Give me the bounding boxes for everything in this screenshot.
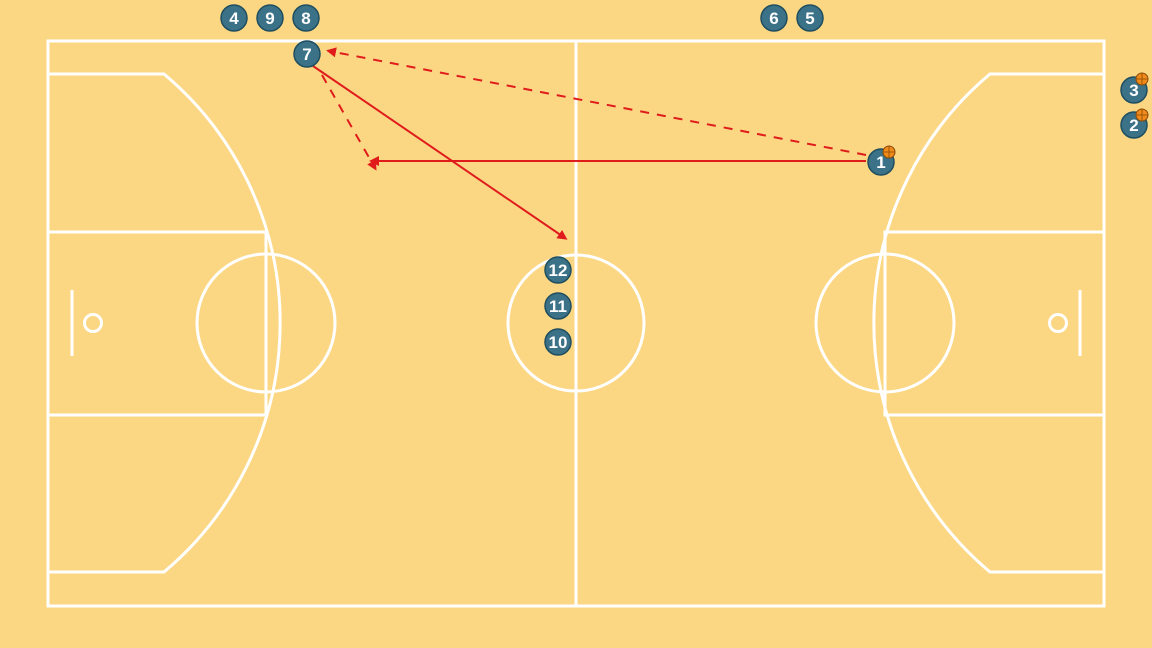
player-11[interactable]: 11 <box>544 292 572 320</box>
player-10[interactable]: 10 <box>544 328 572 356</box>
player-9[interactable]: 9 <box>256 4 284 32</box>
basketball-icon <box>1135 108 1149 122</box>
pass-arrow-7 <box>321 74 377 171</box>
svg-text:5: 5 <box>805 9 814 28</box>
svg-text:8: 8 <box>301 9 310 28</box>
svg-text:1: 1 <box>876 153 885 172</box>
left-hoop <box>83 313 103 333</box>
right-three-point-line <box>872 72 1104 574</box>
player-6[interactable]: 6 <box>760 4 788 32</box>
cut-arrow-7 <box>312 65 568 240</box>
svg-text:12: 12 <box>549 261 568 280</box>
svg-text:6: 6 <box>769 9 778 28</box>
player-4[interactable]: 4 <box>220 4 248 32</box>
svg-text:4: 4 <box>229 9 239 28</box>
basketball-icon <box>882 145 896 159</box>
svg-text:9: 9 <box>265 9 274 28</box>
right-key <box>883 230 1106 417</box>
basketball-icon <box>1135 72 1149 86</box>
player-3[interactable]: 3 <box>1120 72 1149 104</box>
players: 4 9 8 7 6 5 3 <box>220 4 1149 356</box>
svg-text:2: 2 <box>1129 116 1138 135</box>
player-1[interactable]: 1 <box>867 145 896 176</box>
player-12[interactable]: 12 <box>544 256 572 284</box>
svg-text:10: 10 <box>549 333 568 352</box>
player-7[interactable]: 7 <box>293 40 321 68</box>
right-free-throw-circle <box>814 252 956 394</box>
pass-arrow-1-to-7 <box>326 47 867 156</box>
movement-arrows <box>312 47 867 240</box>
left-free-throw-circle <box>195 252 337 394</box>
left-key <box>46 230 268 417</box>
svg-text:7: 7 <box>302 45 311 64</box>
svg-text:3: 3 <box>1129 81 1138 100</box>
player-2[interactable]: 2 <box>1120 108 1149 139</box>
player-5[interactable]: 5 <box>796 4 824 32</box>
player-8[interactable]: 8 <box>292 4 320 32</box>
right-hoop <box>1048 313 1068 333</box>
center-circle <box>506 253 646 393</box>
court-lines <box>46 39 1106 608</box>
left-three-point-line <box>48 72 282 574</box>
svg-text:11: 11 <box>549 297 567 316</box>
